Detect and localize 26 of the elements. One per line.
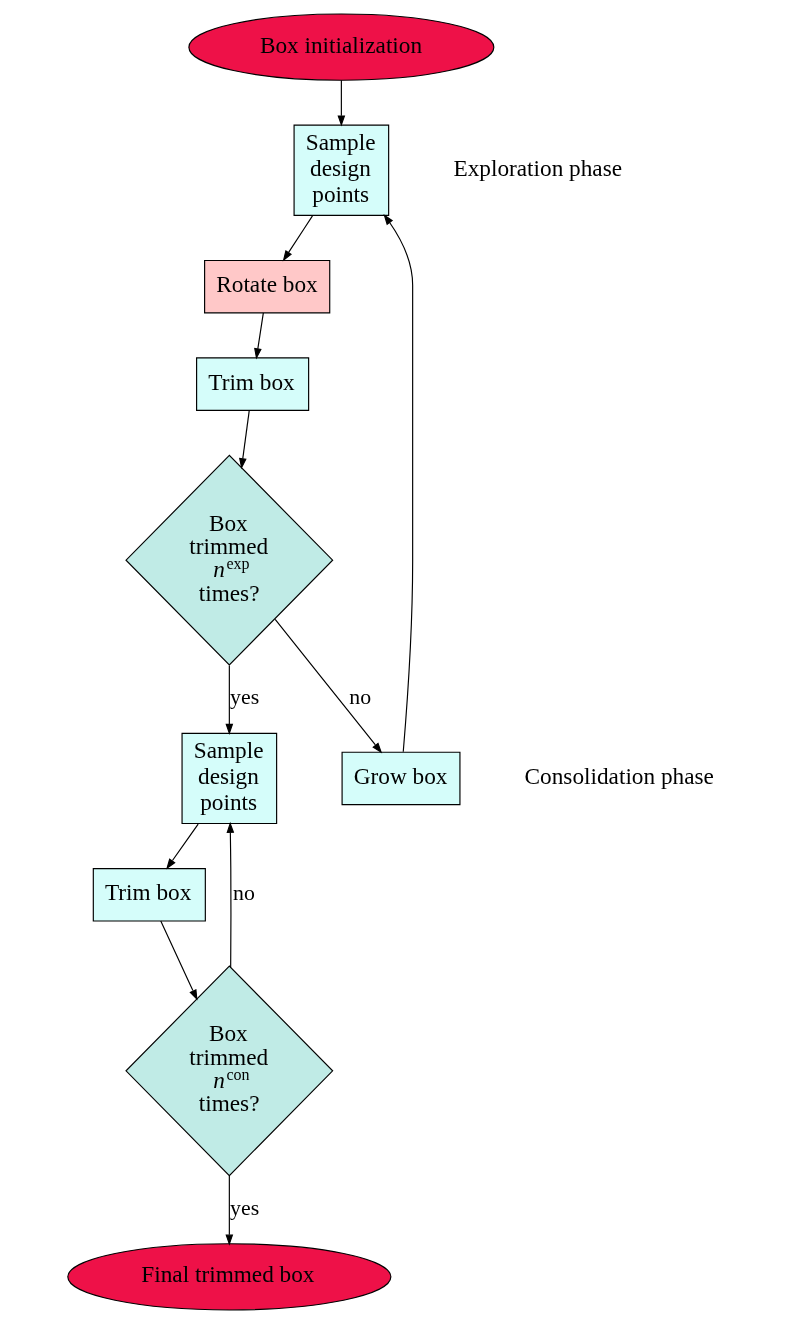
edge-label: yes bbox=[229, 685, 259, 710]
arrow bbox=[224, 1175, 233, 1246]
arrow bbox=[382, 213, 413, 753]
node-ellipse: Box initialization bbox=[187, 13, 494, 81]
node-box: Grow box bbox=[341, 751, 460, 806]
node-diamond: Box trimmed n$^{con}$ times? bbox=[124, 965, 333, 1177]
label: Exploration phase bbox=[452, 154, 622, 181]
node-box: Sample design points bbox=[181, 732, 277, 825]
arrow bbox=[253, 312, 264, 360]
node-box: Trim box bbox=[92, 868, 206, 922]
node-box: Sample design points bbox=[293, 124, 389, 216]
node-box: Trim box bbox=[195, 357, 309, 411]
arrow bbox=[159, 920, 198, 1001]
arrow bbox=[282, 215, 313, 262]
label: Consolidation phase bbox=[524, 762, 714, 789]
arrow bbox=[238, 409, 250, 470]
edge-label: no bbox=[232, 880, 255, 905]
arrow bbox=[274, 618, 382, 754]
edge-label: no bbox=[348, 685, 371, 710]
arrow bbox=[165, 823, 199, 870]
arrow bbox=[337, 79, 345, 127]
node-ellipse: Final trimmed box bbox=[66, 1243, 391, 1311]
arrow bbox=[226, 821, 234, 968]
node-box: Rotate box bbox=[203, 259, 330, 314]
edge-label: yes bbox=[229, 1195, 259, 1220]
arrow bbox=[224, 664, 233, 735]
